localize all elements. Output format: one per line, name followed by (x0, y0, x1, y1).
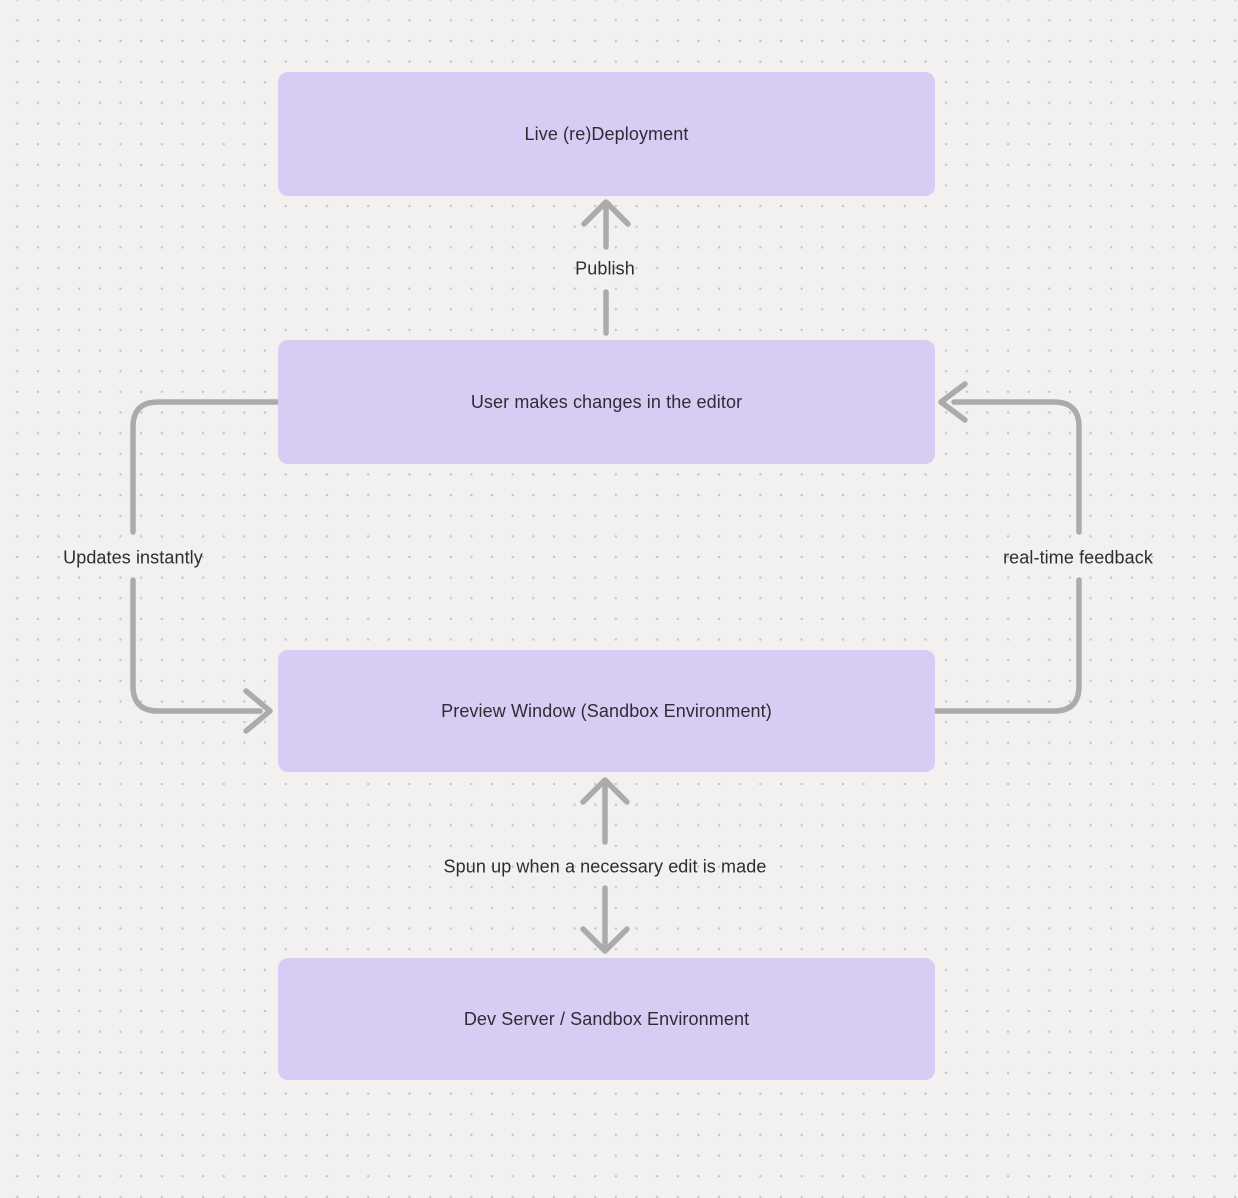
edge-publish-arrow (581, 199, 631, 336)
node-live-redeployment-label: Live (re)Deployment (524, 123, 689, 144)
edge-label-updates-instantly: Updates instantly (63, 547, 203, 568)
node-user-editor[interactable]: User makes changes in the editor (278, 340, 935, 464)
node-dev-server[interactable]: Dev Server / Sandbox Environment (278, 958, 935, 1080)
edge-updates-instantly-arrow (130, 399, 281, 734)
node-dev-server-label: Dev Server / Sandbox Environment (463, 1008, 750, 1029)
node-preview-window[interactable]: Preview Window (Sandbox Environment) (278, 650, 935, 772)
node-live-redeployment[interactable]: Live (re)Deployment (278, 72, 935, 196)
arrowhead-left-icon (938, 381, 968, 423)
node-preview-window-label: Preview Window (Sandbox Environment) (441, 700, 772, 721)
edge-realtime-feedback-arrow (932, 381, 1082, 714)
arrowhead-down-icon (580, 926, 630, 954)
edge-label-realtime-feedback: real-time feedback (1003, 547, 1153, 568)
edge-label-publish: Publish (575, 258, 635, 279)
arrowhead-up-icon (580, 777, 630, 805)
node-user-editor-label: User makes changes in the editor (470, 391, 743, 412)
arrowhead-up-icon (581, 199, 631, 227)
edge-spun-up-arrow (580, 777, 630, 954)
edge-label-spun-up: Spun up when a necessary edit is made (443, 856, 767, 877)
arrowhead-right-icon (243, 688, 273, 734)
